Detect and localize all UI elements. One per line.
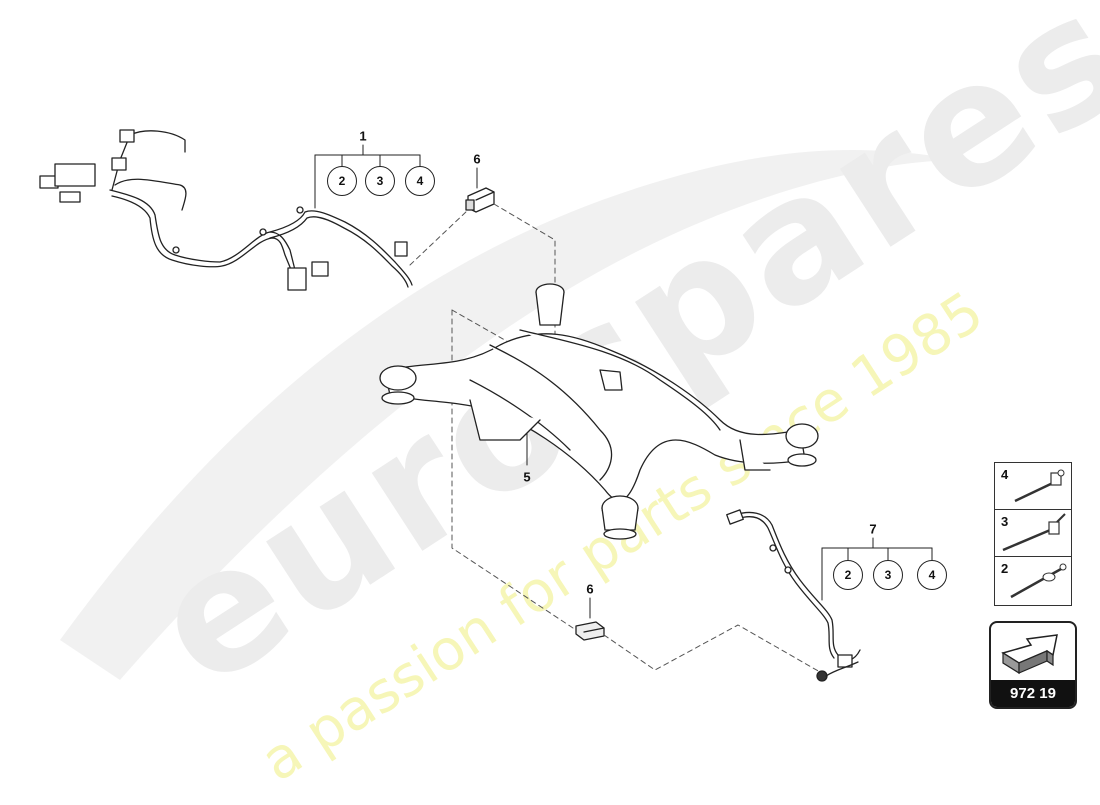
arrow-3d-icon [1001,634,1058,675]
cable-tie-clip-icon [1002,513,1066,552]
rear-subframe [379,283,819,540]
callout-number-6-top: 6 [473,151,481,167]
legend-item: 2 [995,557,1071,604]
callout-circle-4: 4 [405,166,435,196]
callout-number-6-bottom: 6 [586,581,594,597]
cable-tie-clip-icon [1010,563,1067,599]
callout-bracket-1 [314,144,421,209]
callout-number-1: 1 [359,128,367,144]
legend-item: 3 [995,510,1071,557]
legend-item: 4 [995,463,1071,510]
callout-circle-2: 2 [327,166,357,196]
wiring-harness-right [726,509,861,682]
control-unit-top [465,187,495,213]
callout-bracket-7 [821,537,933,601]
callout-circle-3: 3 [365,166,395,196]
legend-number: 3 [1001,514,1009,529]
callout-circle-4: 4 [917,560,947,590]
wiring-harness-left [39,129,413,291]
callout-circle-2: 2 [833,560,863,590]
control-unit-bottom [575,621,605,641]
page-code: 972 19 [991,680,1075,707]
callout-number-7: 7 [869,521,877,537]
legend-number: 2 [1001,561,1009,576]
parts-legend: 4 3 2 [994,462,1072,606]
legend-number: 4 [1001,467,1009,482]
next-page-navigation[interactable]: 972 19 [989,621,1077,709]
callout-number-5: 5 [523,469,531,485]
callout-circle-3: 3 [873,560,903,590]
cable-tie-clip-icon [1014,469,1065,503]
